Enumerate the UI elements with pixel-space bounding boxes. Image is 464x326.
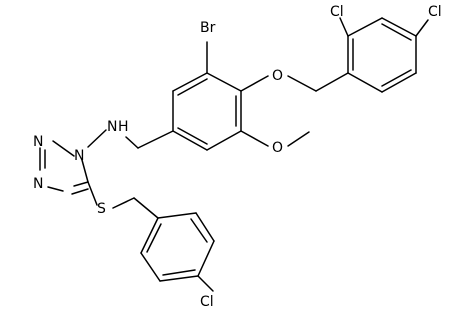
cl-bottom-label: Cl [200,294,214,310]
triazole-n-ring-label: N [74,148,84,164]
o-ether-label: O [272,68,283,84]
sulfur-label: S [97,201,106,217]
o-methoxy-label: O [272,140,283,156]
triazole-n-top-label: N [33,134,43,150]
br-label: Br [200,20,216,36]
nh-h-label: H [118,119,129,135]
cl-ortho-label: Cl [330,4,344,20]
cl-para-top-label: Cl [428,4,442,20]
bond-skeleton [39,17,429,292]
triazole-n-left-label: N [33,176,43,192]
nh-n-label: N [107,119,117,135]
